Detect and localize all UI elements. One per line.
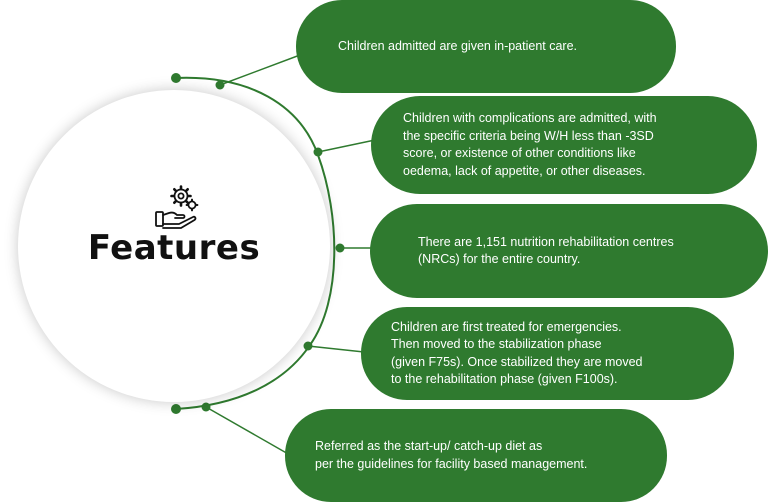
connector-arc [175,76,336,410]
features-hub: Features [18,90,330,402]
connector-dot [335,243,345,253]
connector-line-1 [219,54,301,86]
hub-title: Features [87,228,261,268]
connector-dot [201,402,211,412]
connector-line-2 [317,139,376,153]
connector-dot [303,341,313,351]
feature-text: Children admitted are given in-patient c… [338,38,578,53]
feature-text: Children with complications are admitted… [403,111,657,178]
connector-dot [171,404,181,414]
feature-pill-admission-criteria: Children with complications are admitted… [371,96,757,194]
feature-text: There are 1,151 nutrition rehabilitation… [418,234,674,267]
feature-pill-inpatient-care: Children admitted are given in-patient c… [296,0,676,93]
feature-pill-nrc-count: There are 1,151 nutrition rehabilitation… [370,204,768,298]
connector-dot [215,80,225,90]
feature-pill-treatment-phases: Children are first treated for emergenci… [361,307,734,400]
hand-gear-icon [155,185,199,229]
feature-text: Referred as the start-up/ catch-up diet … [315,439,588,471]
feature-text: Children are first treated for emergenci… [391,319,643,387]
connector-line-4 [307,345,365,353]
connector-dot [313,147,323,157]
feature-pill-diet-guidelines: Referred as the start-up/ catch-up diet … [285,409,667,502]
connector-line-5 [205,406,291,456]
connector-dot [171,73,181,83]
